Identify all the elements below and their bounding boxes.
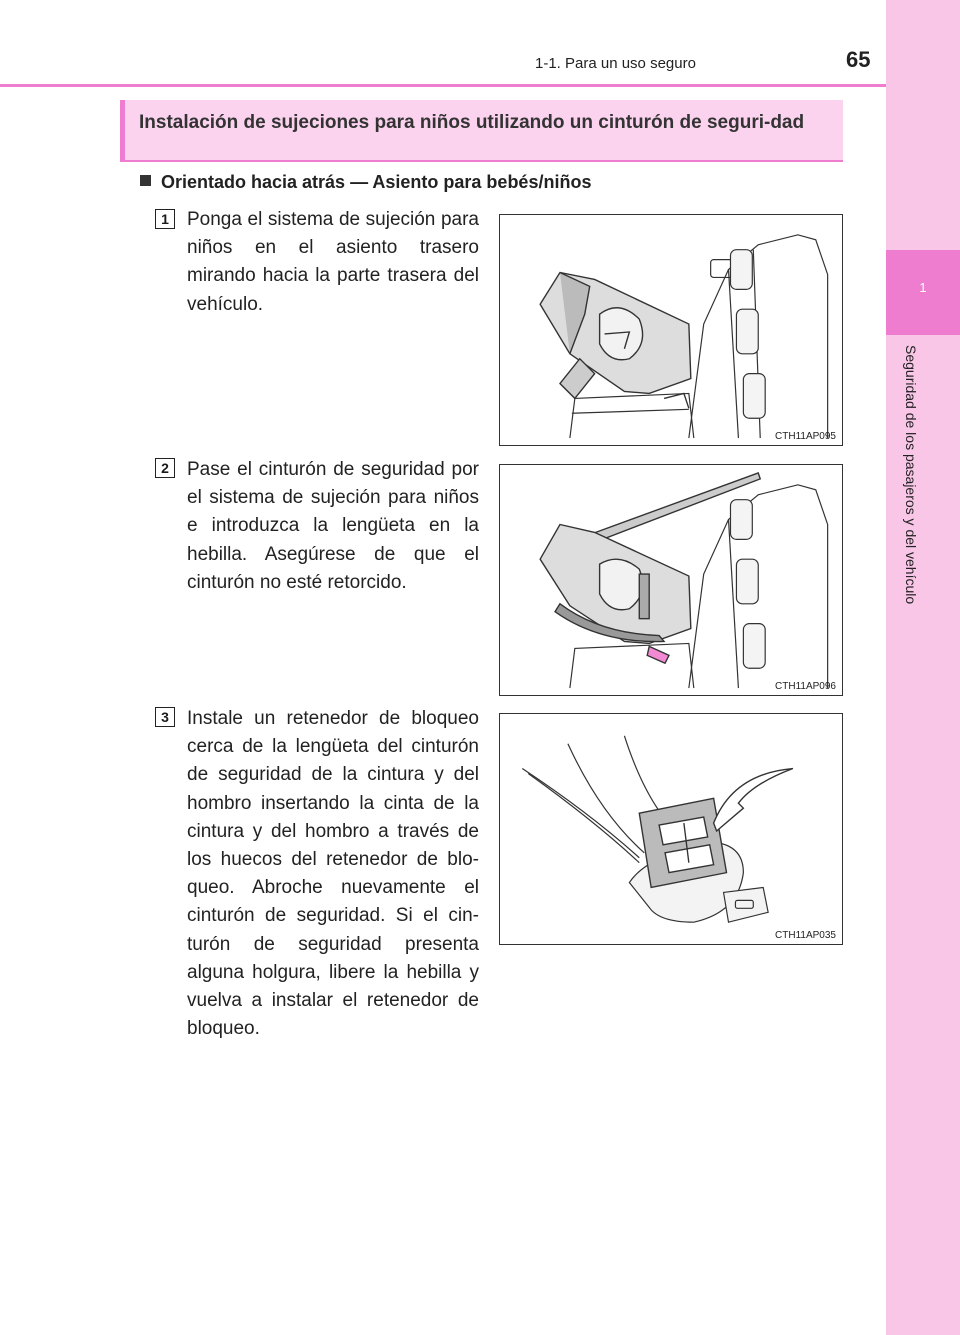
figure-code-1: CTH11AP095 (775, 431, 836, 442)
figure-code-2: CTH11AP096 (775, 681, 836, 692)
figure-locking-clip: CTH11AP035 (499, 713, 843, 945)
section-title: 1-1. Para un uso seguro (535, 55, 696, 72)
belt-routing-illustration (539, 472, 829, 689)
figure-belt-routing: CTH11AP096 (499, 464, 843, 696)
subheading: Orientado hacia atrás — Asiento para beb… (140, 172, 591, 193)
subheading-text: Orientado hacia atrás — Asiento para beb… (161, 172, 592, 192)
rear-facing-seat-illustration (539, 234, 829, 439)
header-rule (0, 84, 886, 87)
locking-clip-illustration (521, 735, 794, 923)
step-text-1: Ponga el sistema de sujeción para niños … (187, 209, 479, 315)
page-title: Instalación de sujeciones para niños uti… (139, 112, 805, 133)
step-number-1: 1 (155, 209, 175, 229)
step-number-3: 3 (155, 707, 175, 727)
side-strip (886, 0, 960, 1335)
chapter-tab (886, 250, 960, 335)
chapter-label: Seguridad de los pasajeros y del vehícul… (903, 345, 919, 605)
figure-code-3: CTH11AP035 (775, 930, 836, 941)
chapter-number: 1 (919, 280, 927, 295)
figure-rear-facing-seat: CTH11AP095 (499, 214, 843, 446)
step-text-3: Instale un retenedor de bloqueo cerca de… (187, 708, 479, 1040)
step-text-2: Pase el cinturón de seguridad por el sis… (187, 459, 479, 593)
square-bullet-icon (140, 175, 151, 186)
step-number-2: 2 (155, 458, 175, 478)
page-number: 65 (846, 47, 871, 72)
title-box: Instalación de sujeciones para niños uti… (120, 100, 843, 162)
